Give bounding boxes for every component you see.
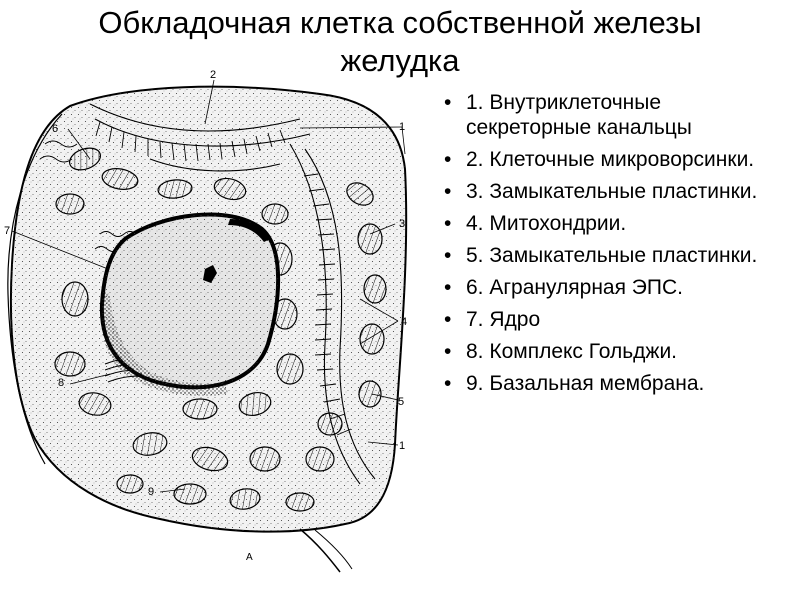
bullet: •: [444, 212, 452, 235]
secretory-canaliculi: [89, 103, 376, 485]
figure-label-3: 3: [399, 218, 405, 230]
legend-item-text: 1. Внутриклеточные секреторные канальцы: [466, 91, 692, 139]
figure-labels: 1 2 3 4 5 6 7 8 9 1 А: [4, 69, 407, 563]
figure-label-6: 6: [52, 123, 58, 135]
bullet: •: [444, 372, 452, 395]
parietal-cell-diagram: 1 2 3 4 5 6 7 8 9 1 А: [4, 69, 408, 573]
figure-label-7: 7: [4, 225, 10, 237]
legend-item-text: 6. Агранулярная ЭПС.: [466, 276, 683, 299]
mitochondria: [54, 147, 387, 512]
legend-item-text: 7. Ядро: [466, 308, 541, 331]
figure-label-8: 8: [58, 377, 64, 389]
slide-title-line-1: Обкладочная клетка собственной железы: [98, 5, 702, 40]
legend-item: • 5. Замыкательные пластинки.: [442, 243, 787, 268]
figure-label-2: 2: [210, 69, 216, 81]
bullet: •: [444, 180, 452, 203]
legend-item-text: 2. Клеточные микроворсинки.: [466, 148, 755, 171]
legend-item-text: 3. Замыкательные пластинки.: [466, 180, 758, 203]
legend-item: • 3. Замыкательные пластинки.: [442, 179, 787, 204]
microvilli: [95, 121, 352, 436]
figure-caption: А: [246, 552, 253, 563]
nucleus: [99, 212, 281, 396]
figure-label-5: 5: [398, 396, 404, 408]
legend-item-text: 8. Комплекс Гольджи.: [466, 340, 678, 363]
slide-title: Обкладочная клетка собственной железы же…: [0, 4, 800, 80]
figure-label-4: 4: [401, 316, 407, 328]
leader-lines: [11, 79, 406, 493]
figure-label-1: 1: [399, 121, 405, 133]
legend-item: • 2. Клеточные микроворсинки.: [442, 147, 787, 172]
bullet: •: [444, 276, 452, 299]
bullet: •: [444, 244, 452, 267]
legend-list: • 1. Внутриклеточные секреторные канальцы…: [442, 90, 787, 403]
legend-item: • 7. Ядро: [442, 307, 787, 332]
bullet: •: [444, 91, 452, 114]
legend-item: • 1. Внутриклеточные секреторные канальцы: [442, 90, 787, 140]
figure-label-9: 9: [148, 486, 154, 498]
legend-item: • 8. Комплекс Гольджи.: [442, 339, 787, 364]
bullet: •: [444, 148, 452, 171]
legend-item: • 9. Базальная мембрана.: [442, 371, 787, 396]
bullet: •: [444, 308, 452, 331]
legend-item-text: 4. Митохондрии.: [466, 212, 627, 235]
figure-label-1b: 1: [399, 440, 405, 452]
legend-item-text: 9. Базальная мембрана.: [466, 372, 705, 395]
slide-title-line-2: желудка: [340, 43, 460, 78]
legend-item: • 6. Агранулярная ЭПС.: [442, 275, 787, 300]
legend-item-text: 5. Замыкательные пластинки.: [466, 244, 758, 267]
legend-item: • 4. Митохондрии.: [442, 211, 787, 236]
bullet: •: [444, 340, 452, 363]
